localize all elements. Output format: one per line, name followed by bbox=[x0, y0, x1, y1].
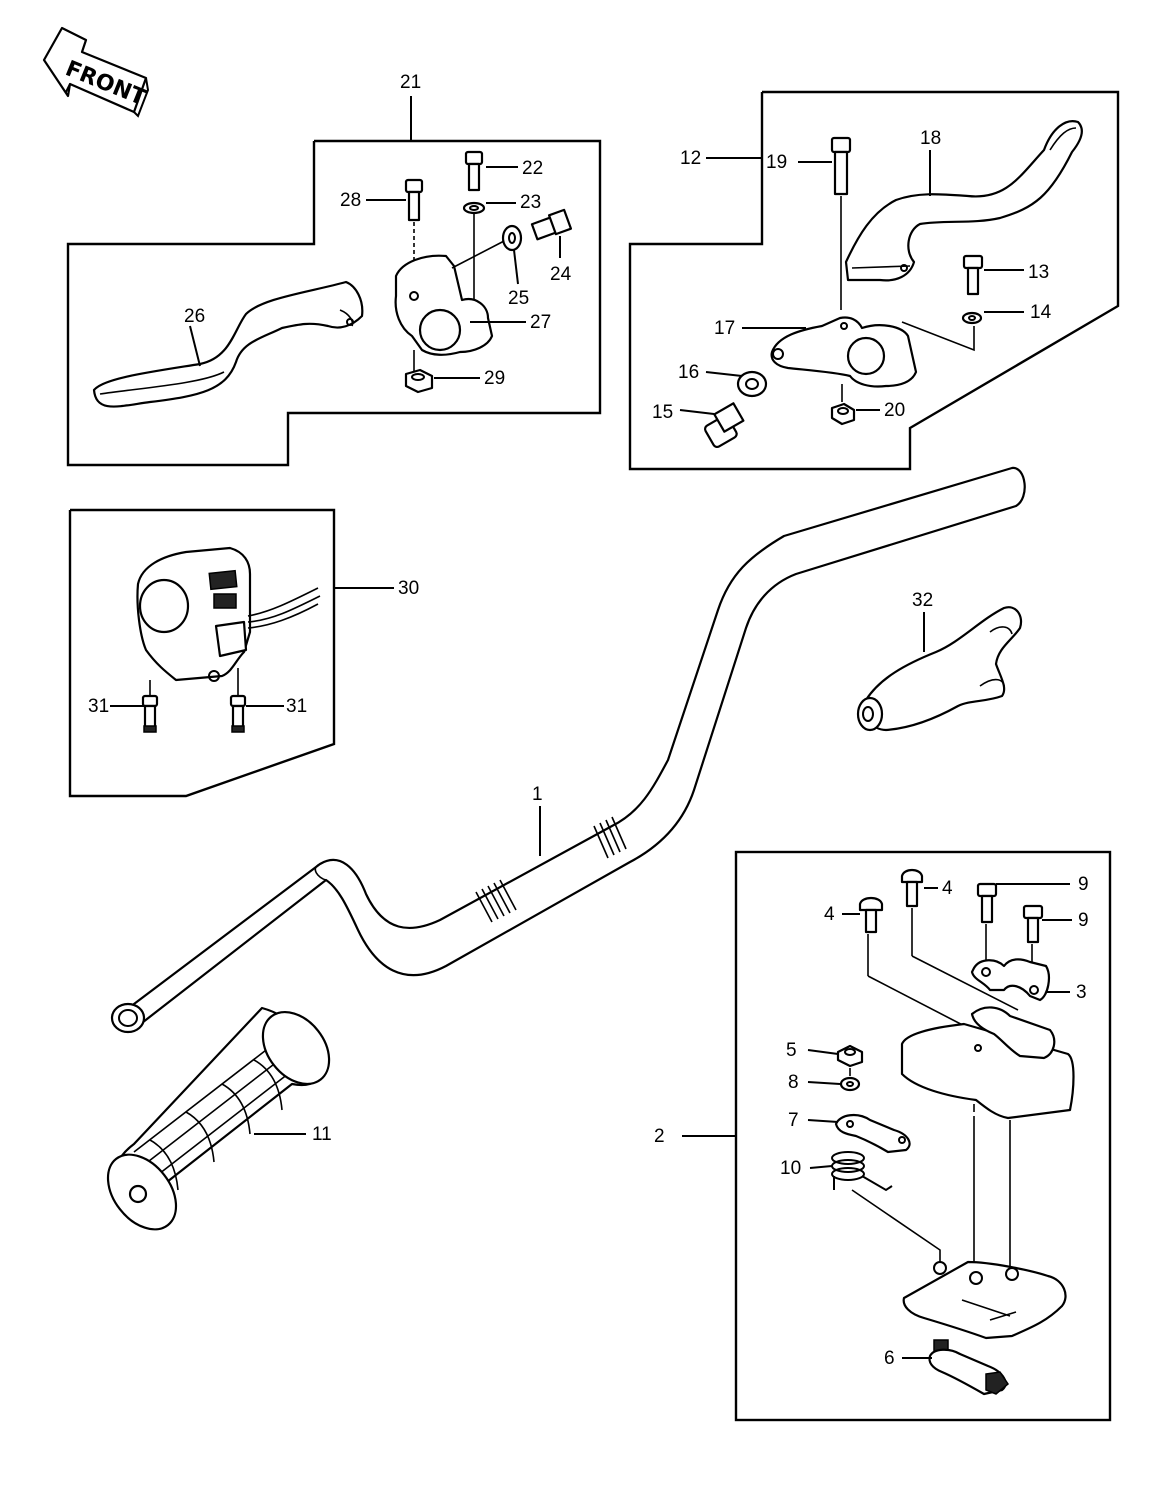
washer-14 bbox=[961, 311, 983, 325]
screw-4-left bbox=[858, 896, 884, 934]
callout-20: 20 bbox=[884, 400, 905, 421]
nut-29 bbox=[404, 368, 434, 394]
callout-23: 23 bbox=[520, 192, 541, 213]
grip-32: 32 bbox=[856, 590, 1023, 732]
callout-25: 25 bbox=[508, 288, 529, 309]
callout-15: 15 bbox=[652, 402, 673, 423]
callout-11: 11 bbox=[312, 1124, 332, 1145]
callout-30: 30 bbox=[398, 578, 419, 599]
callout-3: 3 bbox=[1076, 982, 1087, 1003]
nut-5 bbox=[836, 1044, 864, 1068]
base-plate bbox=[902, 1260, 1067, 1340]
spring-10 bbox=[831, 1151, 893, 1192]
locknut-16 bbox=[736, 370, 768, 398]
front-arrow-icon: FRONT bbox=[42, 26, 149, 118]
clamp-3 bbox=[970, 958, 1050, 1002]
group-box-2 bbox=[734, 850, 1112, 1422]
callout-24: 24 bbox=[550, 264, 572, 285]
callout-9-top: 9 bbox=[1078, 874, 1089, 895]
clutch-lever-26 bbox=[92, 280, 364, 408]
brake-holder-17 bbox=[770, 316, 918, 388]
screw-31-right bbox=[229, 694, 247, 733]
grip-11: 11 bbox=[106, 1006, 332, 1231]
locknut-25 bbox=[501, 224, 523, 252]
callout-27: 27 bbox=[530, 312, 551, 333]
adjuster-24 bbox=[530, 208, 573, 241]
callout-9-lower: 9 bbox=[1078, 910, 1089, 931]
bolt-9-lower bbox=[1022, 904, 1044, 944]
washer-23 bbox=[462, 201, 486, 215]
screw-4-right bbox=[900, 868, 924, 908]
washer-8 bbox=[839, 1076, 861, 1092]
bolt-13 bbox=[962, 254, 984, 296]
handlebar-1: 1 bbox=[110, 466, 1026, 1034]
brake-light-switch-6 bbox=[928, 1339, 1009, 1396]
callout-5: 5 bbox=[786, 1040, 797, 1061]
callout-7: 7 bbox=[788, 1110, 799, 1131]
callout-8: 8 bbox=[788, 1072, 799, 1093]
callout-31-right: 31 bbox=[286, 696, 307, 717]
callout-16: 16 bbox=[678, 362, 699, 383]
callout-21: 21 bbox=[400, 72, 421, 93]
brake-light-lever-7 bbox=[834, 1114, 911, 1154]
switch-group: 30 31 31 bbox=[68, 508, 419, 798]
group-box-12 bbox=[628, 90, 1120, 471]
group-box-21 bbox=[66, 139, 602, 467]
callout-10: 10 bbox=[780, 1158, 801, 1179]
callout-2: 2 bbox=[654, 1126, 665, 1147]
callout-4-left: 4 bbox=[824, 904, 835, 925]
bolt-22 bbox=[464, 150, 484, 192]
bolt-9-top bbox=[976, 882, 998, 924]
callout-1: 1 bbox=[532, 784, 543, 805]
callout-12: 12 bbox=[680, 148, 701, 169]
group-box-30 bbox=[68, 508, 336, 798]
callout-4-right: 4 bbox=[942, 878, 953, 899]
master-cylinder-group: 2 3 4 4 5 6 7 8 9 9 10 bbox=[654, 850, 1112, 1422]
callout-22: 22 bbox=[522, 158, 543, 179]
brake-lever-18 bbox=[844, 120, 1083, 282]
adjuster-15 bbox=[703, 402, 745, 449]
callout-17: 17 bbox=[714, 318, 735, 339]
callout-19: 19 bbox=[766, 152, 787, 173]
callout-6: 6 bbox=[884, 1348, 895, 1369]
callout-13: 13 bbox=[1028, 262, 1049, 283]
callout-29: 29 bbox=[484, 368, 505, 389]
callout-26: 26 bbox=[184, 306, 205, 327]
bolt-19 bbox=[830, 136, 852, 310]
callout-28: 28 bbox=[340, 190, 361, 211]
callout-18: 18 bbox=[920, 128, 941, 149]
callout-14: 14 bbox=[1030, 302, 1052, 323]
callout-32: 32 bbox=[912, 590, 933, 611]
clutch-lever-group: 21 22 23 24 25 26 27 28 29 bbox=[66, 72, 602, 467]
callout-31-left: 31 bbox=[88, 696, 109, 717]
bolt-28 bbox=[404, 178, 424, 262]
screw-31-left bbox=[141, 694, 159, 733]
nut-20 bbox=[830, 402, 856, 426]
brake-lever-group: 12 13 14 15 16 17 18 19 20 bbox=[628, 90, 1120, 471]
